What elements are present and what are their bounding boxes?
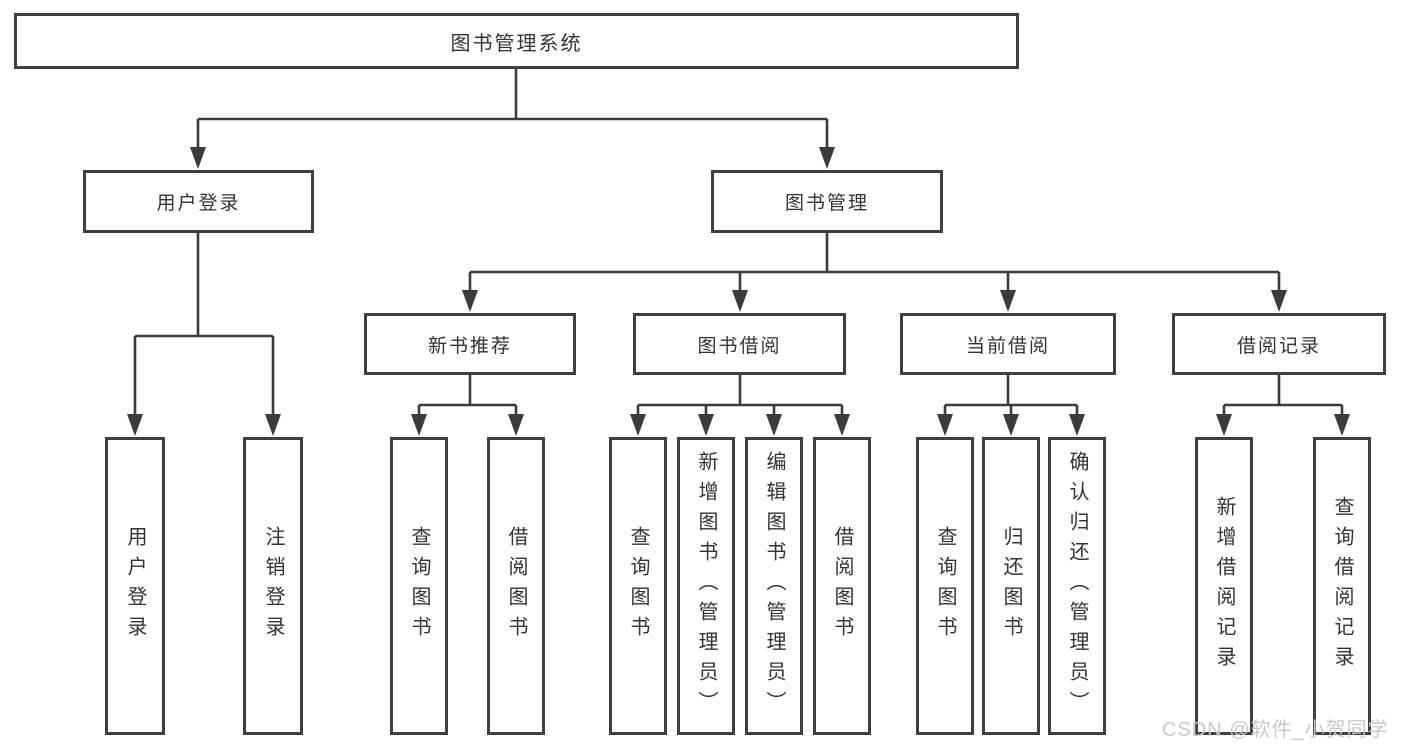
arrowhead (1271, 290, 1287, 312)
leaf-borrow-books-borrowing: 借阅图书 (813, 437, 871, 735)
arrowhead (698, 414, 714, 436)
arrowhead (1000, 290, 1016, 312)
arrowhead (732, 290, 748, 312)
leaf-logout: 注销登录 (243, 437, 303, 735)
arrowhead (819, 147, 835, 169)
arrowhead (834, 414, 850, 436)
leaf-add-books-admin: 新增图书（管理员） (677, 437, 735, 735)
node-new-book-recommendation: 新书推荐 (364, 313, 576, 375)
leaf-query-borrow-record: 查询借阅记录 (1313, 437, 1371, 735)
arrowhead (937, 414, 953, 436)
arrowhead (1003, 414, 1019, 436)
node-user-login: 用户登录 (83, 170, 314, 233)
leaf-user-login: 用户登录 (105, 437, 165, 735)
leaf-add-borrow-record: 新增借阅记录 (1195, 437, 1253, 735)
leaf-edit-books-admin: 编辑图书（管理员） (745, 437, 803, 735)
leaf-confirm-return-admin: 确认归还（管理员） (1048, 437, 1106, 735)
arrowhead (127, 414, 143, 436)
node-library-management-system: 图书管理系统 (14, 13, 1019, 69)
csdn-watermark: CSDN @软件_小贺同学 (1162, 719, 1389, 741)
node-current-borrowing: 当前借阅 (900, 313, 1116, 375)
node-borrowing-records: 借阅记录 (1172, 313, 1386, 375)
arrowhead (1334, 414, 1350, 436)
arrowhead (462, 290, 478, 312)
leaf-return-books: 归还图书 (982, 437, 1040, 735)
arrowhead (766, 414, 782, 436)
leaf-query-books-recommend: 查询图书 (390, 437, 448, 735)
arrowhead (265, 414, 281, 436)
node-book-management: 图书管理 (711, 170, 943, 233)
arrowhead (190, 147, 206, 169)
leaf-borrow-books-recommend: 借阅图书 (487, 437, 545, 735)
arrowhead (508, 414, 524, 436)
arrowhead (630, 414, 646, 436)
leaf-query-books-current: 查询图书 (916, 437, 974, 735)
arrowhead (1069, 414, 1085, 436)
leaf-query-books-borrowing: 查询图书 (609, 437, 667, 735)
arrowhead (1216, 414, 1232, 436)
node-book-borrowing: 图书借阅 (633, 313, 846, 375)
arrowhead (411, 414, 427, 436)
